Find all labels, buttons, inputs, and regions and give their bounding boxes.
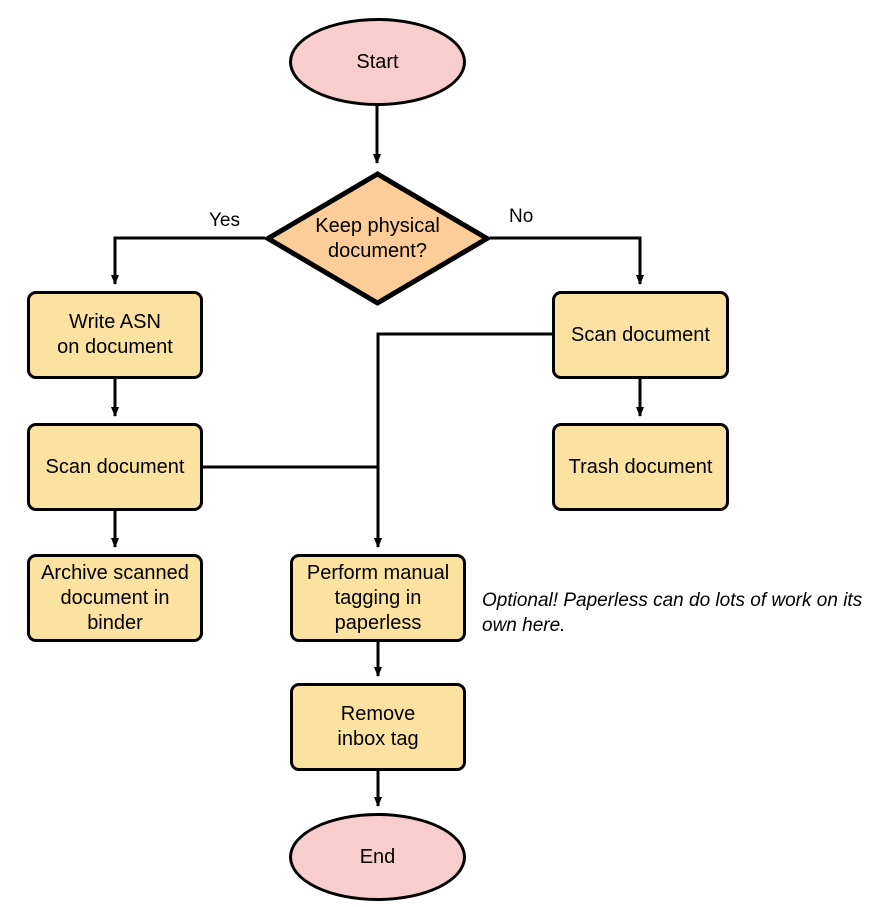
node-scan-document-right-label: Scan document: [571, 323, 710, 346]
node-archive-binder[interactable]: Archive scanned document in binder: [27, 554, 203, 642]
node-end[interactable]: End: [289, 813, 466, 901]
node-remove-inbox-tag-label: Remove inbox tag: [337, 703, 419, 750]
node-trash-document-label: Trash document: [568, 455, 713, 478]
node-end-label: End: [359, 845, 396, 868]
edge-scan-right-to-manual-tagging: [374, 332, 552, 548]
edge-label-no: No: [509, 206, 534, 227]
edge-decision-no-to-scan-right: [490, 236, 644, 285]
node-manual-tagging[interactable]: Perform manual tagging in paperless: [290, 554, 466, 642]
edge-label-yes: Yes: [209, 210, 240, 231]
node-manual-tagging-label: Perform manual tagging in paperless: [306, 561, 450, 634]
node-keep-physical-document-label: Keep physical document?: [315, 214, 440, 262]
node-remove-inbox-tag[interactable]: Remove inbox tag: [290, 683, 466, 771]
node-start[interactable]: Start: [289, 18, 466, 106]
node-scan-document-right[interactable]: Scan document: [552, 291, 729, 379]
edge-decision-yes-to-write-asn: [111, 236, 265, 285]
node-write-asn[interactable]: Write ASN on document: [27, 291, 203, 379]
node-start-label: Start: [356, 50, 399, 73]
node-archive-binder-label: Archive scanned document in binder: [41, 561, 189, 634]
node-scan-document-left-label: Scan document: [45, 455, 185, 478]
diamond-shape: [265, 171, 490, 306]
annotation-optional-note: Optional! Paperless can do lots of work …: [482, 590, 863, 636]
node-scan-document-left[interactable]: Scan document: [27, 423, 203, 511]
node-keep-physical-document[interactable]: Keep physical document?: [265, 171, 490, 306]
node-write-asn-label: Write ASN on document: [57, 311, 173, 358]
node-trash-document[interactable]: Trash document: [552, 423, 729, 511]
